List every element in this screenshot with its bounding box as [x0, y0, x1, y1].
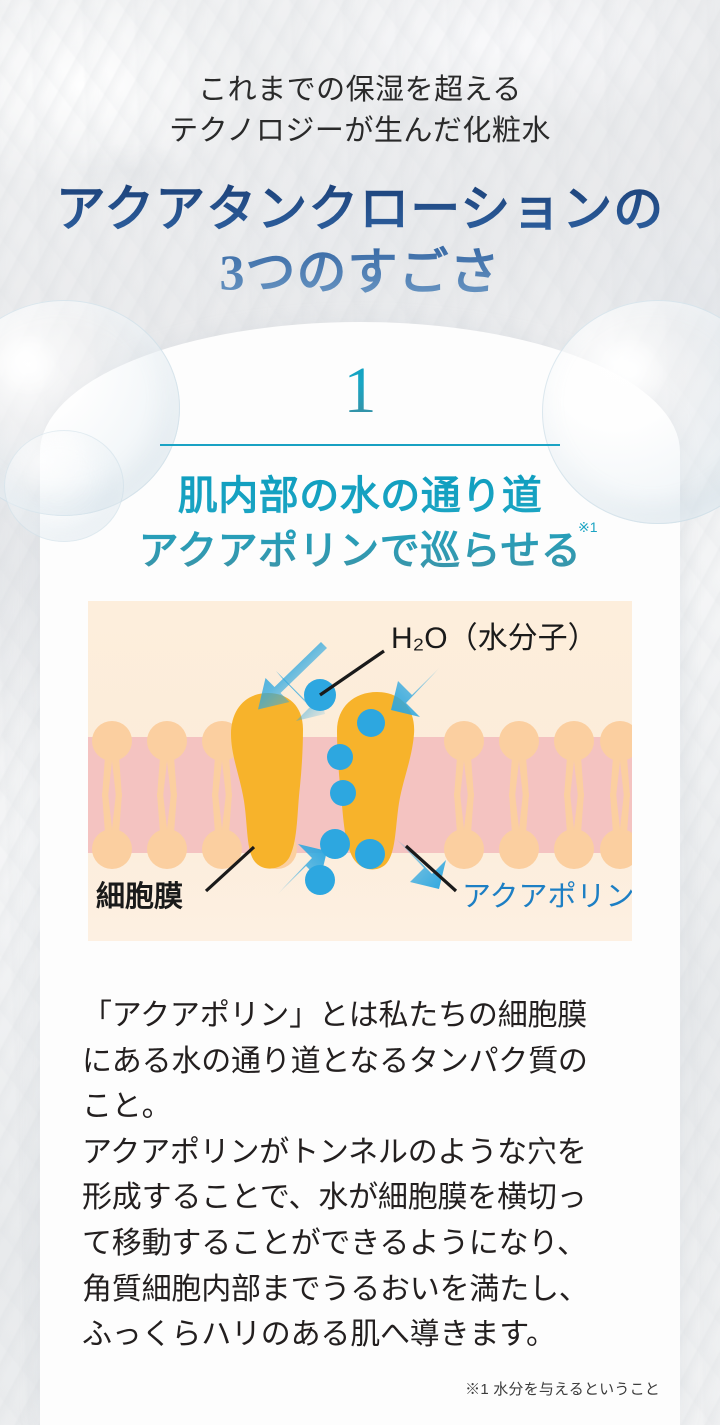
water-molecule — [355, 839, 385, 869]
label-cell-membrane: 細胞膜 — [96, 879, 183, 913]
page-title: アクアタンクローションの 3つのすごさ — [0, 178, 720, 304]
water-molecule — [327, 744, 353, 770]
arrow-up-left — [276, 671, 325, 721]
footnote-text: ※1 水分を与えるということ — [465, 1381, 660, 1398]
aquaporin-protein-left — [231, 693, 303, 869]
section-heading-footnote-marker: ※1 — [578, 519, 598, 535]
leader-line-cell-membrane — [204, 845, 256, 893]
label-h2o: H₂O（水分子） — [391, 622, 598, 655]
arrow-up-right-bottom — [278, 844, 327, 894]
section-heading: 肌内部の水の通り道 アクアポリンで巡らせる — [0, 468, 720, 578]
leader-line-h2o — [319, 649, 385, 697]
water-molecule — [320, 829, 350, 859]
arrow-down-right-bottom — [396, 839, 446, 889]
lede-text: これまでの保湿を超える テクノロジーが生んだ化粧水 — [169, 74, 551, 148]
body-paragraph: 「アクアポリン」とは私たちの細胞膜 にある水の通り道となるタンパク質の こと。 … — [82, 999, 589, 1352]
arrow-down-right-top — [391, 667, 440, 717]
section-divider — [160, 444, 560, 446]
aquaporin-diagram: H₂O（水分子） 細胞膜 アクアポリン — [88, 601, 632, 941]
water-molecule — [357, 709, 385, 737]
aquaporin-diagram-svg: H₂O（水分子） 細胞膜 アクアポリン — [88, 622, 632, 913]
section-number: 1 — [0, 358, 720, 424]
aquaporin-protein-right — [337, 692, 415, 870]
water-molecules — [304, 679, 385, 895]
flow-arrow-up-left — [258, 642, 327, 710]
lipid-bilayer-right — [444, 721, 632, 869]
water-molecule — [330, 780, 356, 806]
leader-line-aquaporin — [404, 844, 458, 893]
label-aquaporin: アクアポリン — [462, 880, 632, 913]
